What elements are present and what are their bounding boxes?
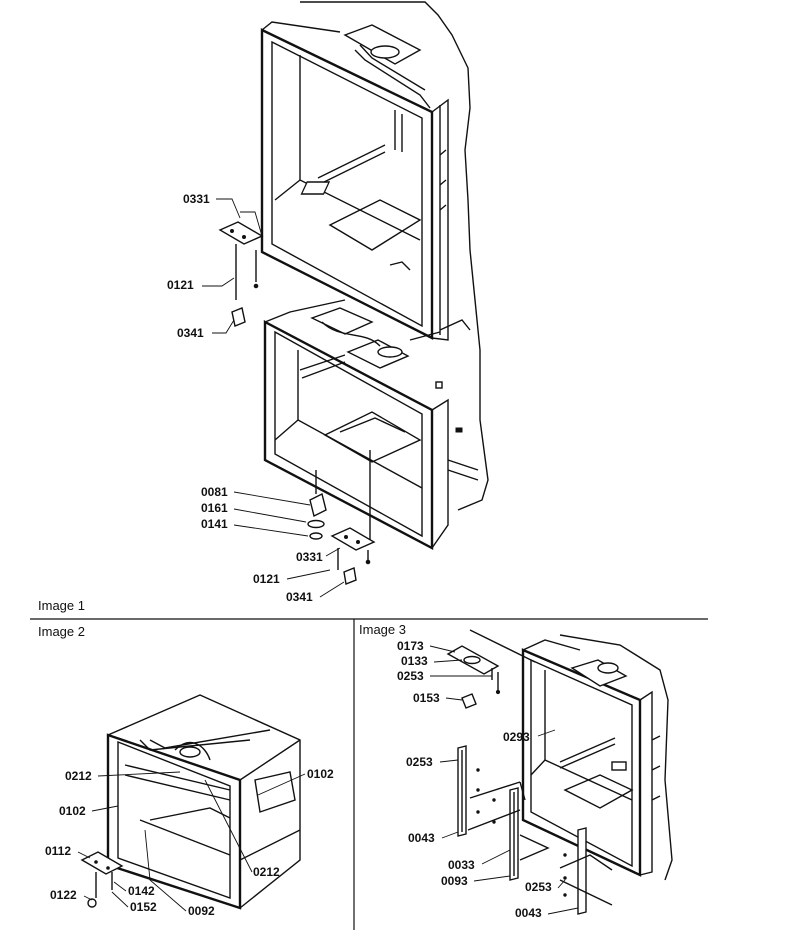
callout-0121-lower: 0121 [253,572,280,586]
callout-0253-bottom: 0253 [525,880,552,894]
caption-image-3: Image 3 [359,622,406,637]
callout-0253-top: 0253 [397,669,424,683]
callout-0173: 0173 [397,639,424,653]
callout-0152: 0152 [130,900,157,914]
callout-0212-top: 0212 [65,769,92,783]
callout-0092: 0092 [188,904,215,918]
callout-0133: 0133 [401,654,428,668]
image3-compartment [446,629,673,915]
callout-0212-bottom: 0212 [253,865,280,879]
image1-callouts: 0331 0121 0341 0081 0161 0141 0331 0121 … [167,192,345,604]
image1-cabinet-assembly: 0331 0121 0341 0081 0161 0141 0331 0121 … [167,1,489,604]
caption-image-2: Image 2 [38,624,85,639]
image2-callouts: 0212 0102 0102 0212 0112 0142 0122 0152 … [45,767,334,918]
callout-0293: 0293 [503,730,530,744]
callout-0121-upper: 0121 [167,278,194,292]
callout-0341-upper: 0341 [177,326,204,340]
callout-0161: 0161 [201,501,228,515]
callout-0341-lower: 0341 [286,590,313,604]
upper-compartment [260,21,449,341]
upper-hinge-group [218,211,264,327]
callout-0331-upper: 0331 [183,192,210,206]
callout-0102-left: 0102 [59,804,86,818]
callout-0043-left: 0043 [408,831,435,845]
callout-0153: 0153 [413,691,440,705]
callout-0081: 0081 [201,485,228,499]
callout-0102-right: 0102 [307,767,334,781]
callout-0033: 0033 [448,858,475,872]
callout-0122: 0122 [50,888,77,902]
callout-0141: 0141 [201,517,228,531]
callout-0093: 0093 [441,874,468,888]
image2-compartment [80,694,301,910]
callout-0331-lower: 0331 [296,550,323,564]
lower-compartment [263,299,479,550]
callout-0112: 0112 [45,844,71,858]
callout-0253-left: 0253 [406,755,433,769]
callout-0142: 0142 [128,884,155,898]
caption-image-1: Image 1 [38,598,85,613]
image3-callouts: 0173 0133 0253 0153 0293 0253 0043 0033 … [397,639,579,920]
lower-hinge-group [307,450,376,585]
callout-0043-bottom: 0043 [515,906,542,920]
